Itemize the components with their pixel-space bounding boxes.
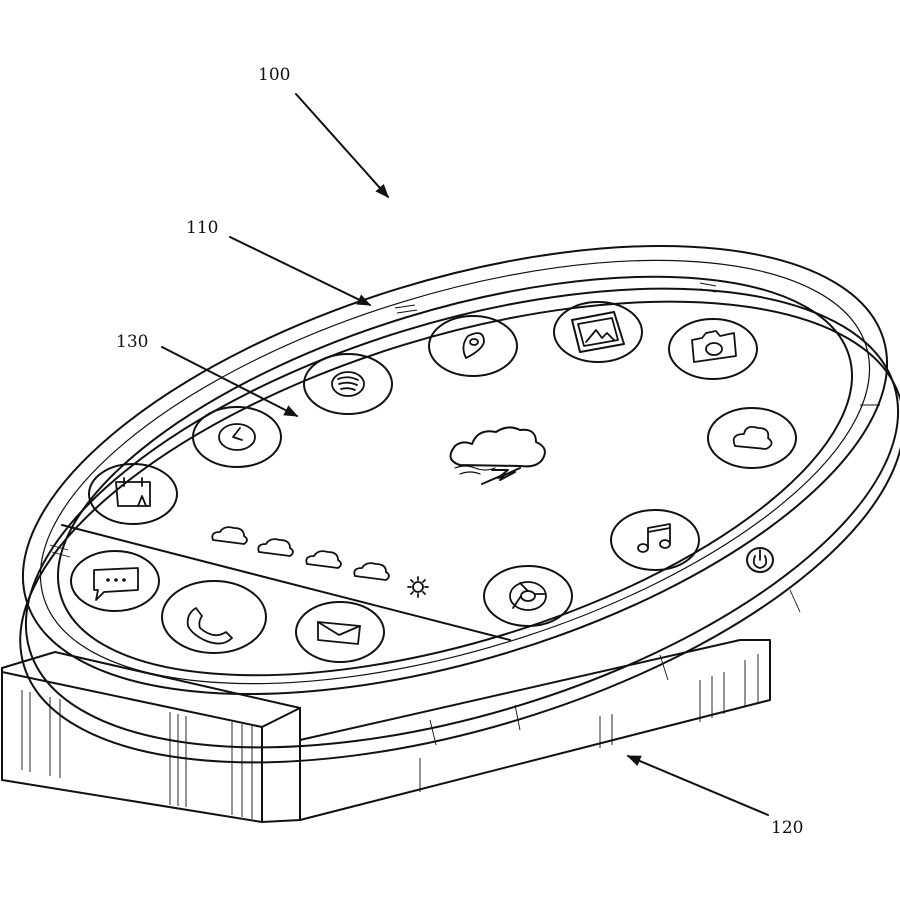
calendar-icon[interactable] xyxy=(88,463,178,525)
forecast-cloud-icon xyxy=(353,562,390,581)
chrome-icon[interactable] xyxy=(483,565,573,627)
spotify-icon[interactable] xyxy=(303,353,393,415)
label-icons: 130 xyxy=(116,332,148,352)
music-note-icon[interactable] xyxy=(610,509,700,571)
forecast-cloud-icon xyxy=(211,526,248,545)
forecast-cloud-icon xyxy=(257,538,294,557)
cloud-icon[interactable] xyxy=(707,407,797,469)
clock-icon[interactable] xyxy=(192,406,282,468)
base-stand xyxy=(1,639,771,823)
storm-cloud-icon xyxy=(449,426,546,485)
chat-icon[interactable] xyxy=(70,550,160,612)
camera-icon[interactable] xyxy=(668,318,758,380)
leader-display xyxy=(229,236,372,306)
weather-widget xyxy=(211,426,546,598)
forecast-cloud-icon xyxy=(305,550,342,569)
forecast-sun-icon xyxy=(407,576,429,598)
photos-icon[interactable] xyxy=(553,301,643,363)
leader-device xyxy=(295,93,389,199)
label-display: 110 xyxy=(186,218,218,238)
app-icons xyxy=(70,301,797,663)
leader-base xyxy=(626,755,769,816)
label-base: 120 xyxy=(771,818,803,838)
mail-icon[interactable] xyxy=(295,601,385,663)
location-pin-icon[interactable] xyxy=(428,315,518,377)
power-icon[interactable] xyxy=(746,547,774,573)
display-screen[interactable] xyxy=(12,197,897,755)
forecast-row xyxy=(211,526,429,598)
reference-labels: 100 110 130 120 xyxy=(116,65,803,838)
leader-icons xyxy=(161,346,299,417)
rim-hatching xyxy=(49,282,880,746)
label-device: 100 xyxy=(258,65,290,85)
phone-icon[interactable] xyxy=(161,580,267,654)
base-hatching xyxy=(21,654,759,819)
